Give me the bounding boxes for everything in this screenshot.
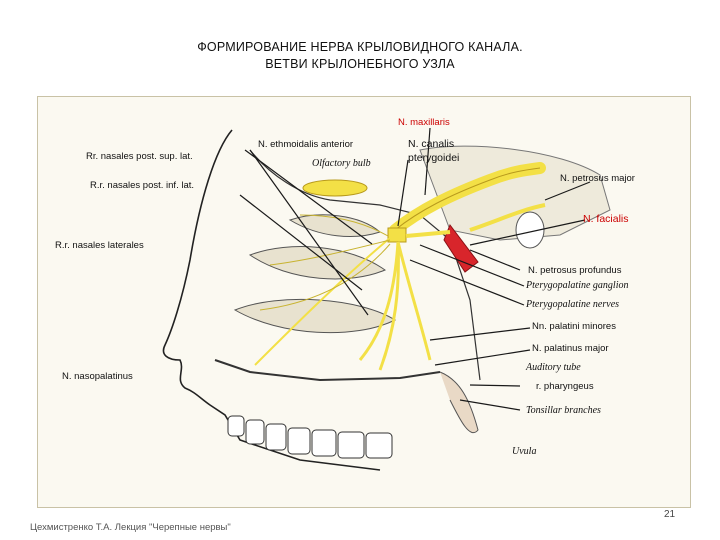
label-n-ethmoidalis-anterior: N. ethmoidalis anterior: [258, 139, 353, 150]
label-rr-nasales-post-sup: Rr. nasales post. sup. lat.: [86, 151, 193, 162]
label-n-palatinus-major: N. palatinus major: [532, 343, 609, 354]
label-n-nasopalatinus: N. nasopalatinus: [62, 371, 133, 382]
label-n-facialis: N. facialis: [583, 213, 629, 225]
inferior-concha: [235, 299, 395, 332]
label-tonsillar-branches: Tonsillar branches: [526, 405, 601, 416]
page-number: 21: [664, 509, 675, 520]
label-olfactory-bulb: Olfactory bulb: [312, 158, 371, 169]
hard-palate: [215, 360, 440, 380]
label-auditory-tube: Auditory tube: [526, 362, 581, 373]
label-pterygopalatine-ganglion: Pterygopalatine ganglion: [526, 280, 629, 291]
footer-credit: Цехмистренко Т.А. Лекция "Черепные нервы…: [30, 522, 231, 533]
label-n-petrosus-profundus: N. petrosus profundus: [528, 265, 621, 276]
label-rr-nasales-post-inf: R.r. nasales post. inf. lat.: [90, 180, 194, 191]
middle-concha: [250, 247, 385, 279]
label-n-maxillaris: N. maxillaris: [398, 117, 450, 128]
pterygopalatine-ganglion: [388, 228, 406, 242]
label-r-pharyngeus: r. pharyngeus: [536, 381, 594, 392]
label-n-petrosus-major: N. petrosus major: [560, 173, 635, 184]
label-nn-palatini-minores: Nn. palatini minores: [532, 321, 616, 332]
teeth: [228, 416, 392, 458]
label-n-canalis-1: N. canalis: [408, 138, 454, 150]
label-pterygopalatine-nerves: Pterygopalatine nerves: [526, 299, 619, 310]
label-uvula: Uvula: [512, 446, 536, 457]
label-n-canalis-2: pterygoidei: [408, 152, 459, 164]
label-rr-nasales-laterales: R.r. nasales laterales: [55, 240, 144, 251]
olfactory-bulb: [303, 180, 367, 196]
pterygoid-canal-nerve: [406, 232, 450, 236]
